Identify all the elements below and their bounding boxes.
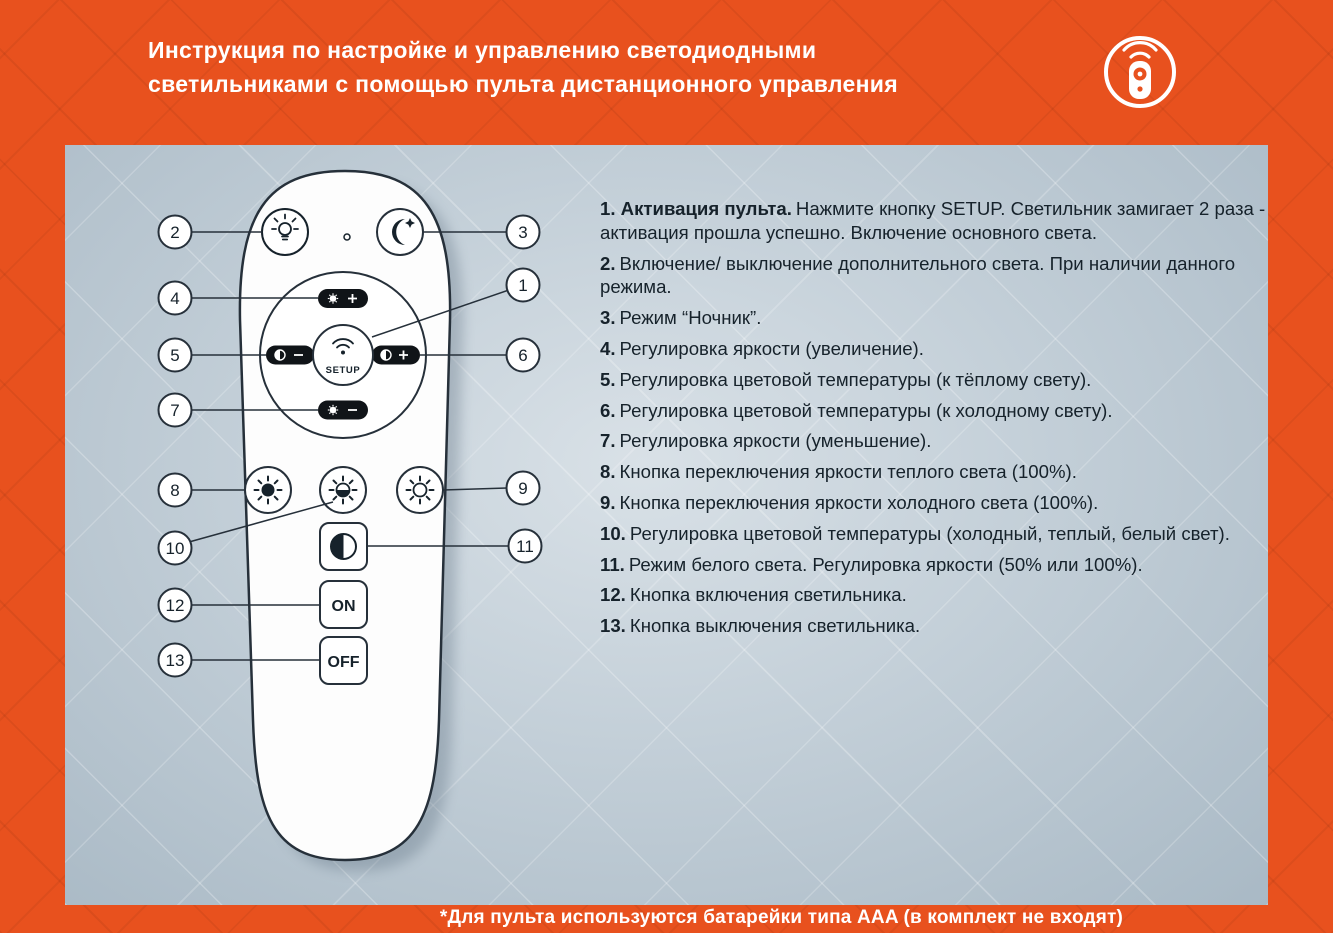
instruction-8-lead: 8.: [600, 461, 616, 483]
page-title: Инструкция по настройке и управлению све…: [148, 33, 898, 101]
instruction-item-1: 1. Активация пульта.Нажмите кнопку SETUP…: [600, 197, 1268, 245]
instruction-item-11: 11.Режим белого света. Регулировка яркос…: [600, 553, 1268, 577]
instruction-item-2: 2.Включение/ выключение дополнительного …: [600, 252, 1268, 300]
instruction-7-text: Регулировка яркости (уменьшение).: [619, 430, 932, 452]
instruction-12-lead: 12.: [600, 584, 626, 606]
instruction-3-lead: 3.: [600, 307, 616, 329]
instruction-13-lead: 13.: [600, 615, 626, 637]
instruction-3-text: Режим “Ночник”.: [619, 307, 762, 329]
instruction-item-13: 13.Кнопка выключения светильника.: [600, 614, 1268, 638]
instruction-item-12: 12.Кнопка включения светильника.: [600, 583, 1268, 607]
remote-signal-icon: [1104, 36, 1176, 108]
instruction-4-lead: 4.: [600, 337, 616, 359]
instruction-12-text: Кнопка включения светильника.: [629, 584, 907, 606]
instruction-10-lead: 10.: [600, 522, 626, 544]
instruction-item-6: 6.Регулировка цветовой температуры (к хо…: [600, 399, 1268, 423]
instruction-13-text: Кнопка выключения светильника.: [629, 615, 921, 637]
page-title-line2: светильниками с помощью пульта дистанцио…: [148, 71, 898, 97]
instruction-2-text: Включение/ выключение дополнительного св…: [600, 252, 1236, 298]
instruction-4-text: Регулировка яркости (увеличение).: [619, 337, 924, 359]
instruction-11-text: Режим белого света. Регулировка яркости …: [628, 553, 1143, 575]
instruction-5-lead: 5.: [600, 368, 616, 390]
instruction-1-lead: 1. Активация пульта.: [600, 198, 792, 219]
instruction-6-lead: 6.: [600, 399, 616, 421]
instruction-item-9: 9.Кнопка переключения яркости холодного …: [600, 491, 1268, 515]
instruction-item-7: 7.Регулировка яркости (уменьшение).: [600, 429, 1268, 453]
instruction-5-text: Регулировка цветовой температуры (к тёпл…: [619, 368, 1092, 390]
instruction-item-10: 10.Регулировка цветовой температуры (хол…: [600, 522, 1268, 546]
instruction-10-text: Регулировка цветовой температуры (холодн…: [629, 522, 1230, 544]
instruction-item-8: 8.Кнопка переключения яркости теплого св…: [600, 460, 1268, 484]
instruction-list: 1. Активация пульта.Нажмите кнопку SETUP…: [600, 197, 1268, 645]
instruction-11-lead: 11.: [600, 553, 625, 575]
instruction-item-4: 4.Регулировка яркости (увеличение).: [600, 337, 1268, 361]
instruction-item-3: 3.Режим “Ночник”.: [600, 306, 1268, 330]
instruction-item-5: 5.Регулировка цветовой температуры (к тё…: [600, 368, 1268, 392]
instruction-7-lead: 7.: [600, 430, 616, 452]
battery-note: *Для пульта используются батарейки типа …: [439, 907, 1124, 928]
page-title-line1: Инструкция по настройке и управлению све…: [148, 37, 817, 63]
instruction-2-lead: 2.: [600, 252, 616, 274]
instruction-9-lead: 9.: [600, 491, 616, 513]
instruction-9-text: Кнопка переключения яркости холодного св…: [619, 491, 1099, 513]
instruction-8-text: Кнопка переключения яркости теплого свет…: [619, 461, 1077, 483]
instruction-1-text: Нажмите кнопку SETUP. Светильник замигае…: [600, 198, 1266, 243]
instruction-6-text: Регулировка цветовой температуры (к холо…: [619, 399, 1113, 421]
